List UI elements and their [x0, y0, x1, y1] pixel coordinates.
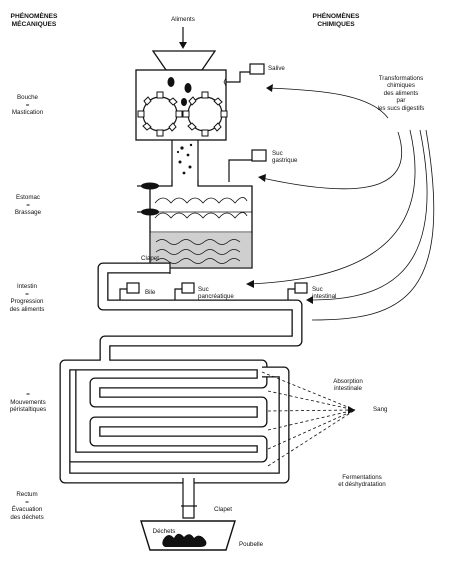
transformation-arrows	[246, 84, 435, 321]
rectum	[181, 478, 197, 519]
gear-right-icon	[182, 91, 228, 137]
label-bile: Bile	[145, 289, 156, 296]
stomach	[137, 180, 253, 269]
label-clapet-top: Clapet	[141, 255, 159, 262]
header-mecaniques-text: PHÉNOMÈNES MÉCANIQUES	[10, 13, 58, 28]
poubelle-bin	[140, 520, 236, 551]
absorption-lines	[261, 371, 356, 467]
label-dechets: Déchets	[152, 528, 176, 535]
header-mecaniques: PHÉNOMÈNES MÉCANIQUES	[3, 13, 65, 29]
label-suc-gastrique: Suc gastrique	[272, 150, 298, 165]
stage-intestin: Intestin = Progression des aliments	[9, 283, 45, 313]
label-fermentations: Fermentations et déshydratation	[338, 474, 386, 489]
header-chimiques: PHÉNOMÈNES CHIMIQUES	[306, 13, 366, 29]
stage-estomac: Estomac = Brassage	[14, 194, 42, 217]
stage-mouvements: = Mouvements péristaltiques	[9, 391, 47, 414]
label-absorption: Absorption intestinale	[333, 378, 363, 393]
label-aliments: Aliments	[171, 16, 195, 23]
label-poubelle: Poubelle	[239, 541, 264, 548]
header-chimiques-text: PHÉNOMÈNES CHIMIQUES	[312, 13, 360, 28]
label-suc-pancreatique: Suc pancréatique	[198, 286, 234, 301]
aliments-arrow-head	[179, 42, 187, 49]
suc-gastrique-gland	[228, 149, 267, 182]
label-clapet-bottom: Clapet	[214, 506, 232, 513]
mouth-grinder	[135, 50, 228, 141]
pancreatic-gland	[174, 282, 195, 300]
label-suc-intestinal: Suc intestinal	[312, 286, 337, 301]
label-salive: Salive	[268, 65, 285, 72]
label-sang: Sang	[373, 406, 388, 413]
label-transformations: Transformations chimiques des aliments p…	[377, 75, 425, 112]
esophagus	[171, 140, 199, 180]
stage-bouche: Bouche = Mastication	[11, 94, 44, 117]
salive-gland	[223, 63, 265, 87]
stage-rectum: Rectum = Évacuation des déchets	[10, 491, 44, 521]
intestinal-gland	[287, 282, 308, 300]
gear-left-icon	[137, 91, 183, 137]
bile-gland	[119, 282, 140, 300]
